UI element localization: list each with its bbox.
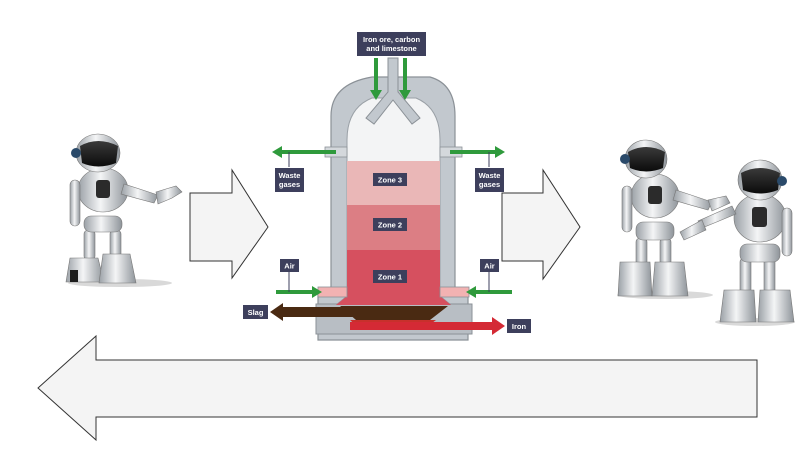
right-arrow-left — [189, 168, 269, 280]
return-arrow-bottom — [37, 334, 758, 442]
iron-label: Iron — [507, 319, 531, 333]
right-arrow-right — [501, 168, 581, 281]
inputs-label-line2: and limestone — [366, 44, 416, 53]
zone-3-label: Zone 3 — [373, 173, 407, 186]
svg-text:Waste: Waste — [279, 171, 301, 180]
svg-text:Waste: Waste — [479, 171, 501, 180]
svg-text:Zone 2: Zone 2 — [378, 221, 402, 230]
air-arrow-left — [276, 272, 322, 298]
iron-arrow — [350, 317, 505, 335]
robot-right-back — [617, 139, 731, 299]
air-label-left: Air — [280, 259, 299, 272]
slag-arrow — [270, 303, 432, 321]
waste-gas-arrow-left — [272, 146, 336, 167]
air-label-right: Air — [480, 259, 499, 272]
svg-text:gases: gases — [479, 180, 500, 189]
air-arrow-right — [466, 272, 512, 298]
waste-gases-label-left: Waste gases — [275, 168, 304, 192]
inputs-label: Iron ore, carbon and limestone — [357, 32, 426, 56]
svg-text:Slag: Slag — [248, 308, 264, 317]
svg-text:Zone 3: Zone 3 — [378, 176, 402, 185]
slag-label: Slag — [243, 305, 268, 319]
waste-gas-arrow-right — [450, 146, 505, 167]
zone-1-label: Zone 1 — [373, 270, 407, 283]
robot-left — [65, 133, 183, 287]
input-arrows — [370, 58, 411, 100]
svg-text:gases: gases — [279, 180, 300, 189]
zone-2-label: Zone 2 — [373, 218, 407, 231]
robot-right-front — [679, 159, 795, 326]
svg-text:Air: Air — [484, 262, 495, 271]
blast-furnace — [315, 57, 473, 341]
waste-gases-label-right: Waste gases — [475, 168, 504, 192]
inputs-label-line1: Iron ore, carbon — [363, 35, 421, 44]
svg-text:Iron: Iron — [512, 322, 527, 331]
svg-text:Air: Air — [284, 262, 295, 271]
svg-text:Zone 1: Zone 1 — [378, 273, 402, 282]
